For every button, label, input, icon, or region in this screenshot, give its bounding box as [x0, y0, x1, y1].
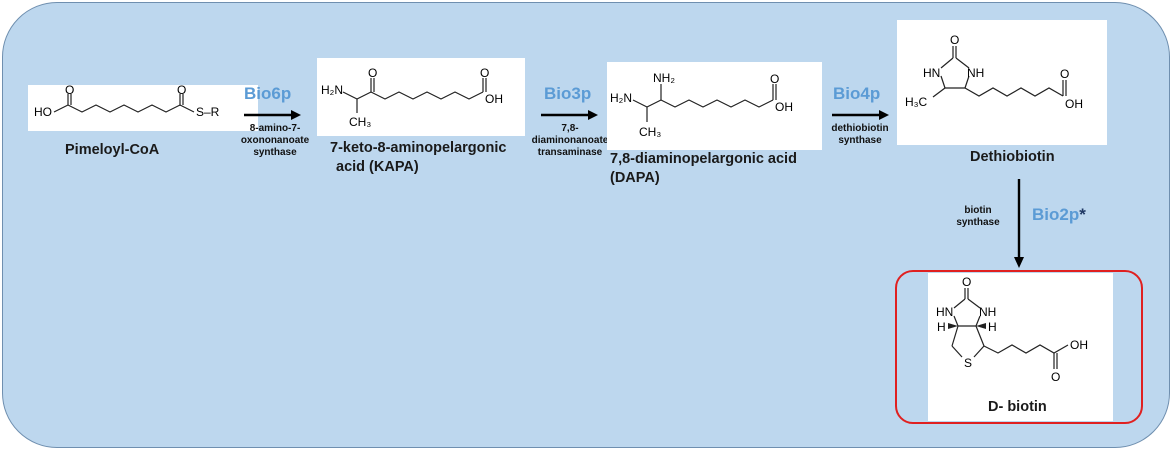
hn-label: HN — [923, 66, 940, 80]
compound-dapa-line: (DAPA) — [610, 170, 660, 186]
o-label: O — [962, 275, 971, 289]
o-label: O — [1051, 370, 1060, 384]
dethiobiotin-structure: O HN NH H₃C O OH — [897, 20, 1107, 145]
enzyme-name-line: synthase — [956, 217, 1000, 228]
kapa-svg: H₂N CH₃ O O OH — [321, 66, 503, 129]
oh-label: OH — [1065, 97, 1083, 111]
o-label: O — [770, 72, 779, 86]
h-label: H — [937, 320, 946, 334]
compound-kapa-line: acid (KAPA) — [336, 159, 419, 175]
o-label: O — [480, 66, 489, 80]
hn-label: HN — [936, 305, 953, 319]
biotin-highlight-box — [895, 270, 1143, 424]
kapa-structure: H₂N CH₃ O O OH — [317, 58, 525, 136]
enzyme-name-bio4p: dethiobiotin synthase — [815, 123, 905, 147]
enzyme-name-line: synthase — [253, 147, 297, 158]
enzyme-name-line: 8-amino-7- — [249, 123, 301, 134]
compound-dapa-line: 7,8-diaminopelargonic acid — [610, 151, 797, 167]
arrow-right-icon — [244, 110, 301, 120]
enzyme-name-line: diaminonanoate — [531, 135, 609, 146]
compound-dethiobiotin: Dethiobiotin — [970, 149, 1055, 165]
arrow-down-icon — [1014, 179, 1024, 268]
enzyme-name-line: dethiobiotin — [831, 123, 889, 134]
compound-d-biotin: D- biotin — [988, 399, 1047, 415]
s-r-label: S–R — [196, 105, 220, 119]
arrow-right-icon — [832, 110, 889, 120]
enzyme-name-line: transaminase — [537, 147, 603, 158]
s-label: S — [964, 356, 972, 370]
enzyme-bio2p: Bio2p* — [1032, 205, 1086, 225]
ch3-label: CH₃ — [639, 125, 661, 139]
nh2-label: NH₂ — [653, 71, 675, 85]
oh-label: OH — [485, 92, 503, 106]
pimeloyl-coa-structure: HO O O S–R — [28, 83, 258, 131]
enzyme-name-bio2p: biotin synthase — [950, 205, 1006, 229]
enzyme-name-line: oxononanoate — [240, 135, 310, 146]
enzyme-bio6p: Bio6p — [244, 84, 292, 103]
ho-label: HO — [34, 105, 52, 119]
asterisk-marker: * — [1079, 205, 1086, 224]
enzyme-bio3p: Bio3p — [544, 84, 592, 103]
enzyme-name-line: 7,8- — [561, 123, 579, 134]
dapa-svg: NH₂ H₂N CH₃ O OH — [610, 71, 793, 139]
biotin-svg: O HN NH H H S OH O — [936, 275, 1088, 384]
enzyme-name-bio6p: 8-amino-7- oxononanoate synthase — [225, 123, 325, 159]
biotin-structure: O HN NH H H S OH O — [928, 273, 1113, 421]
enzyme-bio2p-label: Bio2p — [1032, 205, 1080, 224]
compound-pimeloyl-coa: Pimeloyl-CoA — [65, 142, 160, 158]
o-label: O — [65, 85, 74, 97]
h2n-label: H₂N — [610, 91, 632, 105]
compound-kapa-line: 7-keto-8-aminopelargonic — [330, 140, 507, 156]
h3c-label: H₃C — [905, 95, 928, 109]
h2n-label: H₂N — [321, 83, 343, 97]
oh-label: OH — [775, 100, 793, 114]
dethiobiotin-svg: O HN NH H₃C O OH — [905, 33, 1083, 111]
nh-label: NH — [979, 305, 996, 319]
o-label: O — [177, 85, 186, 97]
enzyme-name-line: synthase — [838, 135, 882, 146]
compound-dapa: 7,8-diaminopelargonic acid (DAPA) — [610, 150, 797, 188]
compound-kapa: 7-keto-8-aminopelargonic acid (KAPA) — [330, 139, 506, 177]
dapa-structure: NH₂ H₂N CH₃ O OH — [607, 62, 822, 150]
o-label: O — [1060, 67, 1069, 81]
enzyme-name-line: biotin — [964, 205, 992, 216]
oh-label: OH — [1070, 338, 1088, 352]
arrow-right-icon — [541, 110, 598, 120]
ch3-label: CH₃ — [349, 115, 371, 129]
enzyme-bio4p: Bio4p — [833, 84, 881, 103]
o-label: O — [950, 33, 959, 47]
pimeloyl-coa-svg: HO O O S–R — [34, 83, 220, 119]
o-label: O — [368, 66, 377, 80]
enzyme-name-bio3p: 7,8- diaminonanoate transaminase — [520, 123, 620, 159]
nh-label: NH — [967, 66, 984, 80]
h-label: H — [988, 320, 997, 334]
